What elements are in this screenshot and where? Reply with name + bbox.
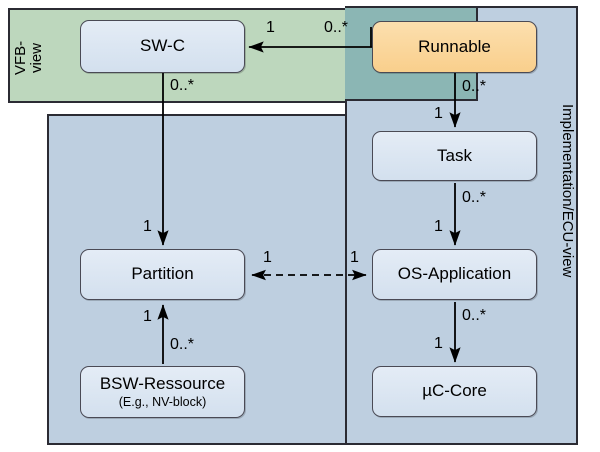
node-runnable[interactable]: Runnable: [372, 21, 537, 73]
edge-label-bsw-partition-target: 1: [143, 308, 152, 325]
node-runnable-title: Runnable: [418, 36, 491, 56]
panel-label-vfb-view: VFB- view: [12, 40, 45, 76]
node-bsw-ressource[interactable]: BSW-Ressource (E.g., NV-block): [80, 366, 245, 418]
edge-label-task-osapp-target: 1: [434, 218, 443, 235]
edge-label-swc-partition-target: 1: [143, 218, 152, 235]
edge-label-task-osapp-source: 0..*: [462, 189, 487, 206]
node-uc-core-title: µC-Core: [422, 381, 487, 401]
node-uc-core[interactable]: µC-Core: [372, 366, 537, 417]
node-bsw-ressource-title: BSW-Ressource: [99, 373, 226, 393]
node-task-title: Task: [437, 145, 472, 165]
node-task[interactable]: Task: [372, 131, 537, 181]
node-swc-title: SW-C: [139, 36, 185, 56]
node-os-application-title: OS-Application: [397, 264, 512, 284]
edge-label-runnable-task-source: 0..*: [462, 78, 487, 95]
node-partition-title: Partition: [131, 264, 194, 284]
edge-label-swc-partition-source: 0..*: [170, 77, 195, 94]
node-swc[interactable]: SW-C: [80, 20, 245, 73]
node-os-application[interactable]: OS-Application: [372, 249, 537, 300]
edge-label-osapp-ucore-source: 0..*: [462, 307, 487, 324]
edge-label-partition-osapp-left: 1: [263, 249, 272, 266]
panel-overlap-bottom-edge: [345, 99, 478, 101]
node-partition[interactable]: Partition: [80, 249, 245, 300]
edge-label-runnable-task-target: 1: [434, 105, 443, 122]
edge-label-osapp-ucore-target: 1: [434, 335, 443, 352]
panel-label-implementation-ecu-view: Implementation/ECU-view: [559, 104, 576, 278]
edge-label-partition-osapp-right: 1: [350, 249, 359, 266]
node-bsw-ressource-subtitle: (E.g., NV-block): [118, 394, 207, 409]
edge-label-runnable-swc-source: 0..*: [324, 19, 349, 36]
edge-label-bsw-partition-source: 0..*: [170, 336, 195, 353]
edge-label-runnable-swc-target: 1: [266, 19, 275, 36]
